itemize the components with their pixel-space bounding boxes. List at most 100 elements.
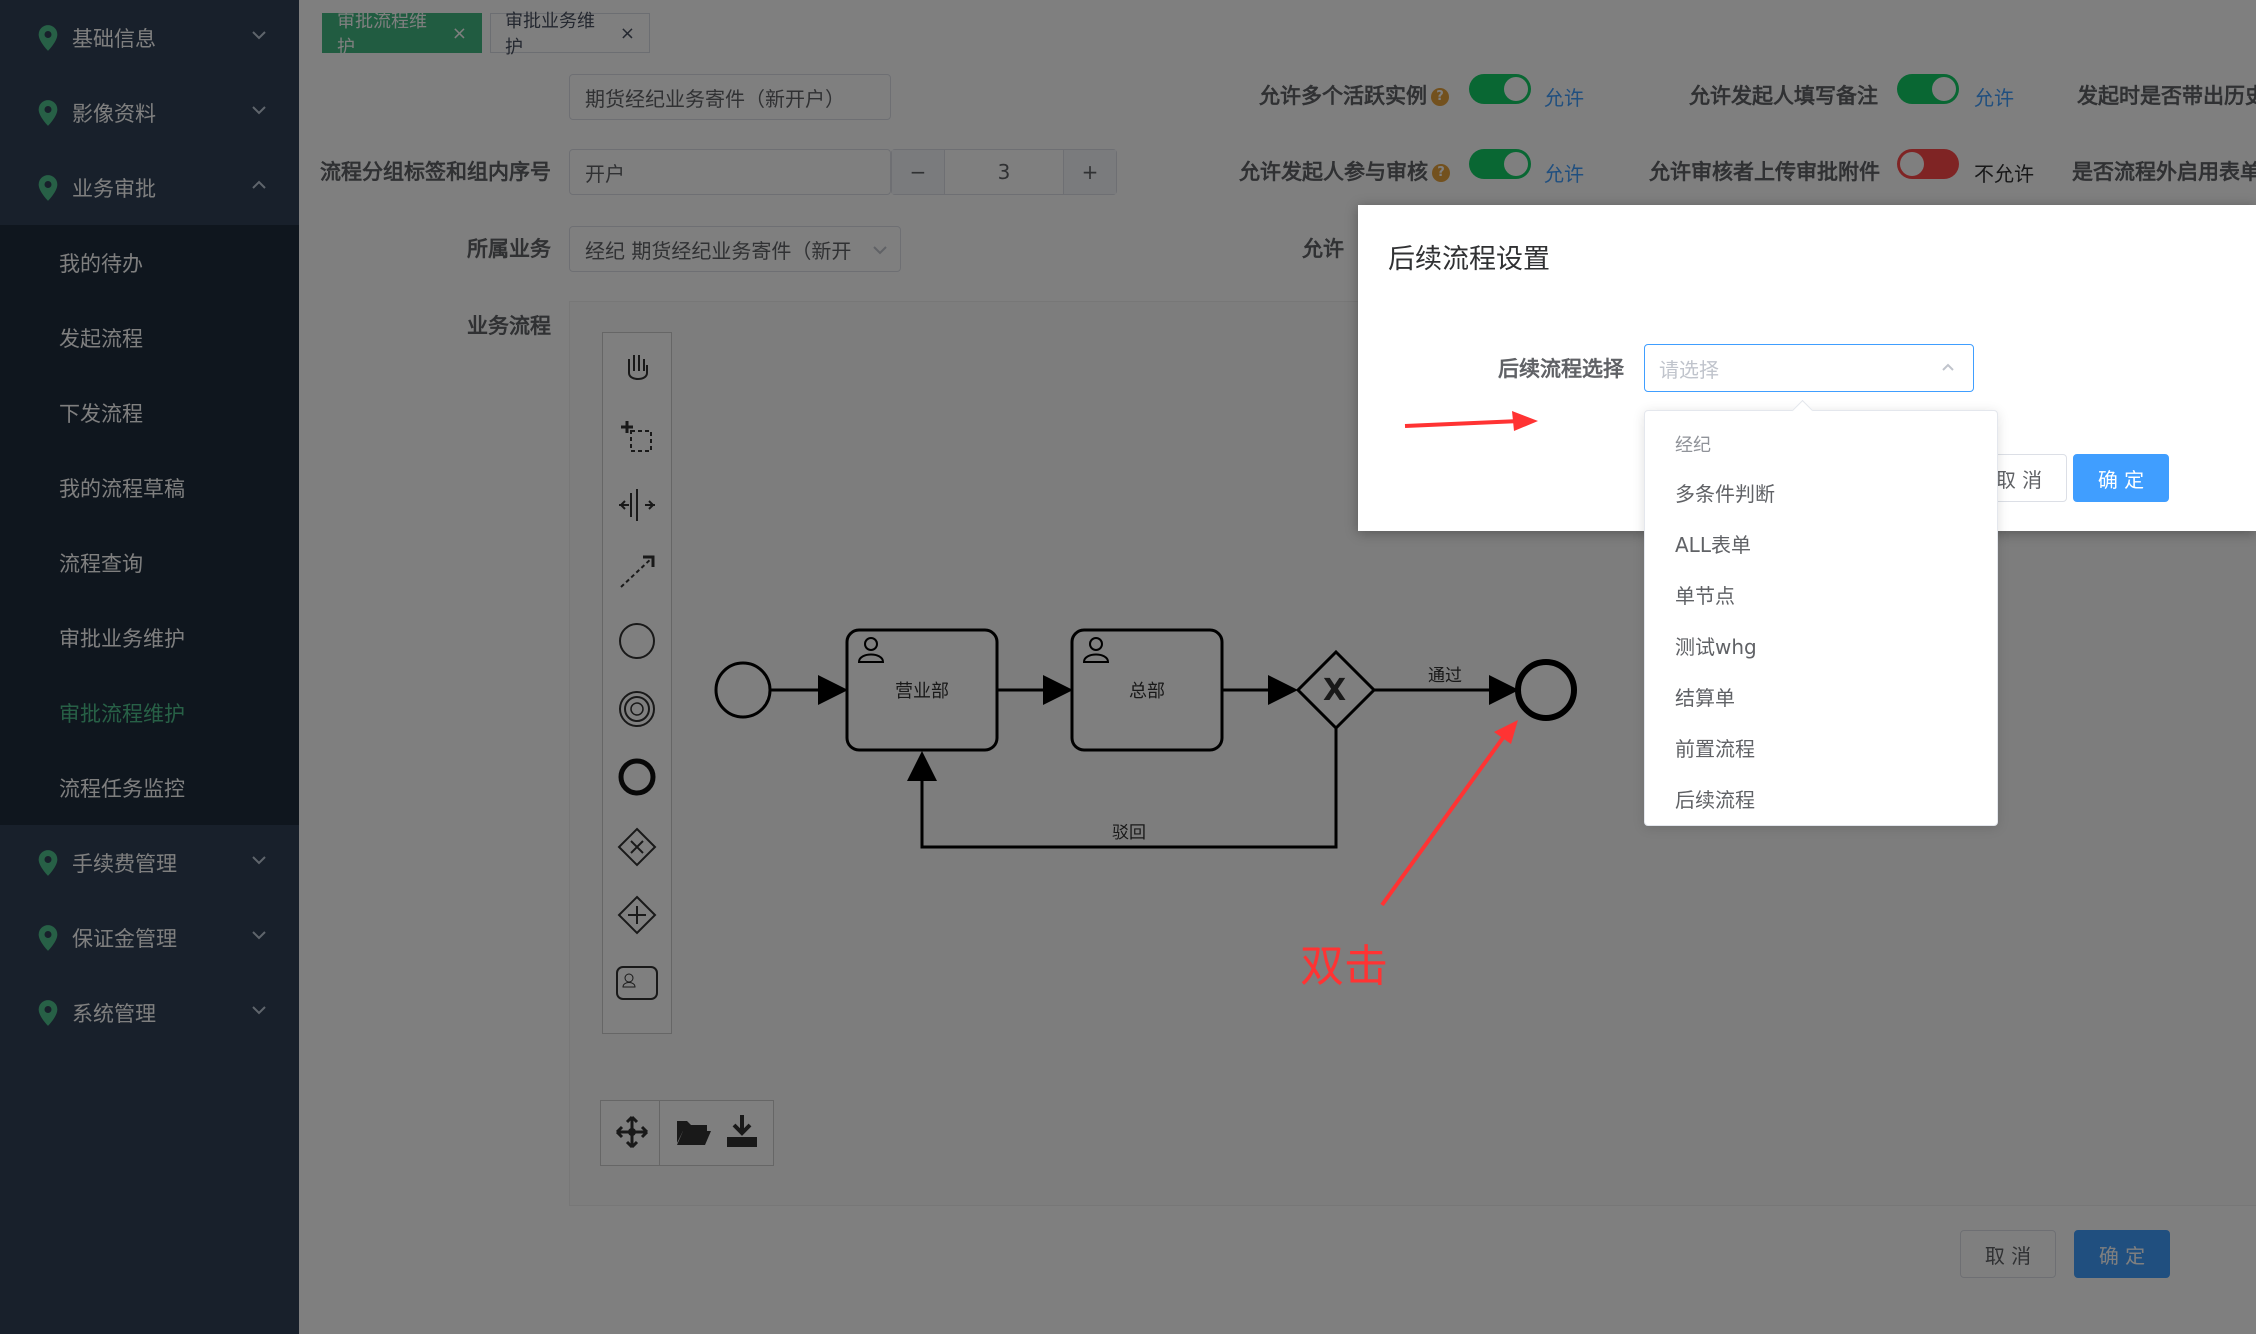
dialog-title: 后续流程设置 (1388, 244, 1550, 275)
cancel-button[interactable]: 取 消 (1960, 1230, 2056, 1278)
submenu-my-todo[interactable]: 我的待办 (0, 225, 299, 300)
submenu-flow-query[interactable]: 流程查询 (0, 525, 299, 600)
pass-label: 通过 (1428, 666, 1462, 686)
submenu-label: 审批流程维护 (59, 701, 185, 726)
dropdown-option[interactable]: 后续流程 (1645, 773, 1997, 823)
history-label: 发起时是否带出历史 (2077, 84, 2256, 108)
canvas-toolbar (600, 1100, 774, 1166)
menu-fee-mgmt[interactable]: 手续费管理 (0, 825, 299, 900)
select-dropdown: 经纪 多条件判断 ALL表单 单节点 测试whg 结算单 前置流程 后续流程 (1644, 399, 1998, 826)
option-label: 多条件判断 (1675, 481, 1775, 506)
question-icon: ? (1431, 88, 1449, 106)
order-stepper[interactable]: − 3 + (891, 149, 1117, 195)
multi-active-label-text: 允许多个活跃实例 (1259, 84, 1427, 108)
start-event[interactable] (714, 661, 772, 719)
switch-knob (1504, 77, 1528, 101)
initiator-review-label: 允许发起人参与审核? (1239, 156, 1450, 186)
dropdown-option[interactable]: 结算单 (1645, 671, 1997, 721)
location-pin-icon (38, 925, 58, 951)
sidebar: 基础信息 影像资料 业务审批 我的待办 发起流程 下发流程 我的流程草稿 流程查… (0, 0, 299, 1334)
submenu: 我的待办 发起流程 下发流程 我的流程草稿 流程查询 审批业务维护 审批流程维护… (0, 225, 299, 825)
order-value: 3 (997, 160, 1011, 184)
initiator-note-switch[interactable] (1897, 74, 1959, 104)
minus-button[interactable]: − (892, 150, 945, 194)
menu-margin-mgmt[interactable]: 保证金管理 (0, 900, 299, 975)
group-input[interactable]: 开户 (569, 149, 891, 195)
submenu-task-monitor[interactable]: 流程任务监控 (0, 750, 299, 825)
task-label: 营业部 (895, 681, 949, 702)
attach-status: 不允许 (1974, 162, 2034, 186)
chevron-down-icon (252, 1006, 266, 1015)
location-pin-icon (38, 100, 58, 126)
question-icon: ? (1432, 164, 1450, 182)
attach-switch[interactable] (1897, 149, 1959, 179)
menu-label: 系统管理 (72, 1001, 156, 1026)
initiator-review-switch[interactable] (1469, 149, 1531, 179)
multi-active-label: 允许多个活跃实例? (1259, 80, 1449, 110)
option-label: 结算单 (1675, 685, 1735, 710)
business-select[interactable]: 经纪 期货经纪业务寄件（新开 (569, 226, 901, 272)
initiator-note-status: 允许 (1974, 86, 2014, 110)
submenu-label: 下发流程 (59, 401, 143, 426)
dropdown-option[interactable]: 单节点 (1645, 569, 1997, 619)
submenu-dispatch-flow[interactable]: 下发流程 (0, 375, 299, 450)
follow-up-flow-select[interactable]: 请选择 (1644, 344, 1974, 392)
option-label: 测试whg (1675, 634, 1757, 659)
submenu-flow-maint[interactable]: 审批流程维护 (0, 675, 299, 750)
plus-button[interactable]: + (1063, 150, 1116, 194)
attach-label: 允许审核者上传审批附件 (1649, 160, 1880, 184)
submenu-label: 流程任务监控 (59, 776, 185, 801)
initiator-review-label-text: 允许发起人参与审核 (1239, 160, 1428, 184)
menu-basic-info[interactable]: 基础信息 (0, 0, 299, 75)
submenu-drafts[interactable]: 我的流程草稿 (0, 450, 299, 525)
dropdown-option[interactable]: ALL表单 (1645, 518, 1997, 568)
dropdown-option[interactable]: 测试whg (1645, 620, 1997, 670)
task-label: 总部 (1129, 681, 1165, 702)
menu-business-approval[interactable]: 业务审批 (0, 150, 299, 225)
dropdown-option[interactable]: 多条件判断 (1645, 467, 1997, 517)
flow-name-input[interactable]: 期货经纪业务寄件（新开户） (569, 74, 891, 120)
user-icon (1082, 637, 1110, 663)
multi-active-switch[interactable] (1469, 74, 1531, 104)
dialog-confirm-button[interactable]: 确 定 (2073, 454, 2169, 502)
end-event[interactable] (1515, 659, 1577, 721)
chevron-down-icon (873, 246, 887, 255)
dropdown-option[interactable]: 前置流程 (1645, 722, 1997, 772)
submenu-label: 我的待办 (59, 251, 143, 276)
tab-business-maint[interactable]: 审批业务维护 × (490, 11, 650, 58)
submenu-business-maint[interactable]: 审批业务维护 (0, 600, 299, 675)
submenu-label: 流程查询 (59, 551, 143, 576)
option-group-label: 经纪 (1675, 435, 1711, 456)
confirm-button[interactable]: 确 定 (2074, 1230, 2170, 1278)
reject-label: 驳回 (1112, 823, 1146, 843)
menu-label: 手续费管理 (72, 851, 177, 876)
move-icon[interactable] (615, 1115, 649, 1149)
business-label: 所属业务 (467, 237, 551, 261)
external-label: 是否流程外启用表单 (2072, 160, 2256, 184)
menu-images[interactable]: 影像资料 (0, 75, 299, 150)
tab-flow-maint[interactable]: 审批流程维护 × (322, 11, 482, 58)
multi-active-status: 允许 (1544, 86, 1584, 110)
menu-system-mgmt[interactable]: 系统管理 (0, 975, 299, 1050)
tab-label: 审批流程维护 (337, 11, 427, 58)
allow-label-partial: 允许 (1302, 237, 1344, 261)
location-pin-icon (38, 1000, 58, 1026)
download-icon[interactable] (725, 1113, 759, 1149)
menu-label: 影像资料 (72, 101, 156, 126)
submenu-start-flow[interactable]: 发起流程 (0, 300, 299, 375)
close-icon[interactable]: × (451, 22, 467, 44)
menu-label: 保证金管理 (72, 926, 177, 951)
menu-label: 基础信息 (72, 26, 156, 51)
group-label: 流程分组标签和组内序号 (320, 160, 551, 184)
open-folder-icon[interactable] (675, 1115, 711, 1149)
location-pin-icon (38, 175, 58, 201)
chevron-down-icon (252, 856, 266, 865)
submenu-label: 发起流程 (59, 326, 143, 351)
user-icon (857, 637, 885, 663)
tab-label: 审批业务维护 (505, 11, 595, 58)
chevron-down-icon (252, 931, 266, 940)
menu-label: 业务审批 (72, 176, 156, 201)
close-icon[interactable]: × (619, 22, 635, 44)
submenu-label: 我的流程草稿 (59, 476, 185, 501)
switch-knob (1504, 152, 1528, 176)
